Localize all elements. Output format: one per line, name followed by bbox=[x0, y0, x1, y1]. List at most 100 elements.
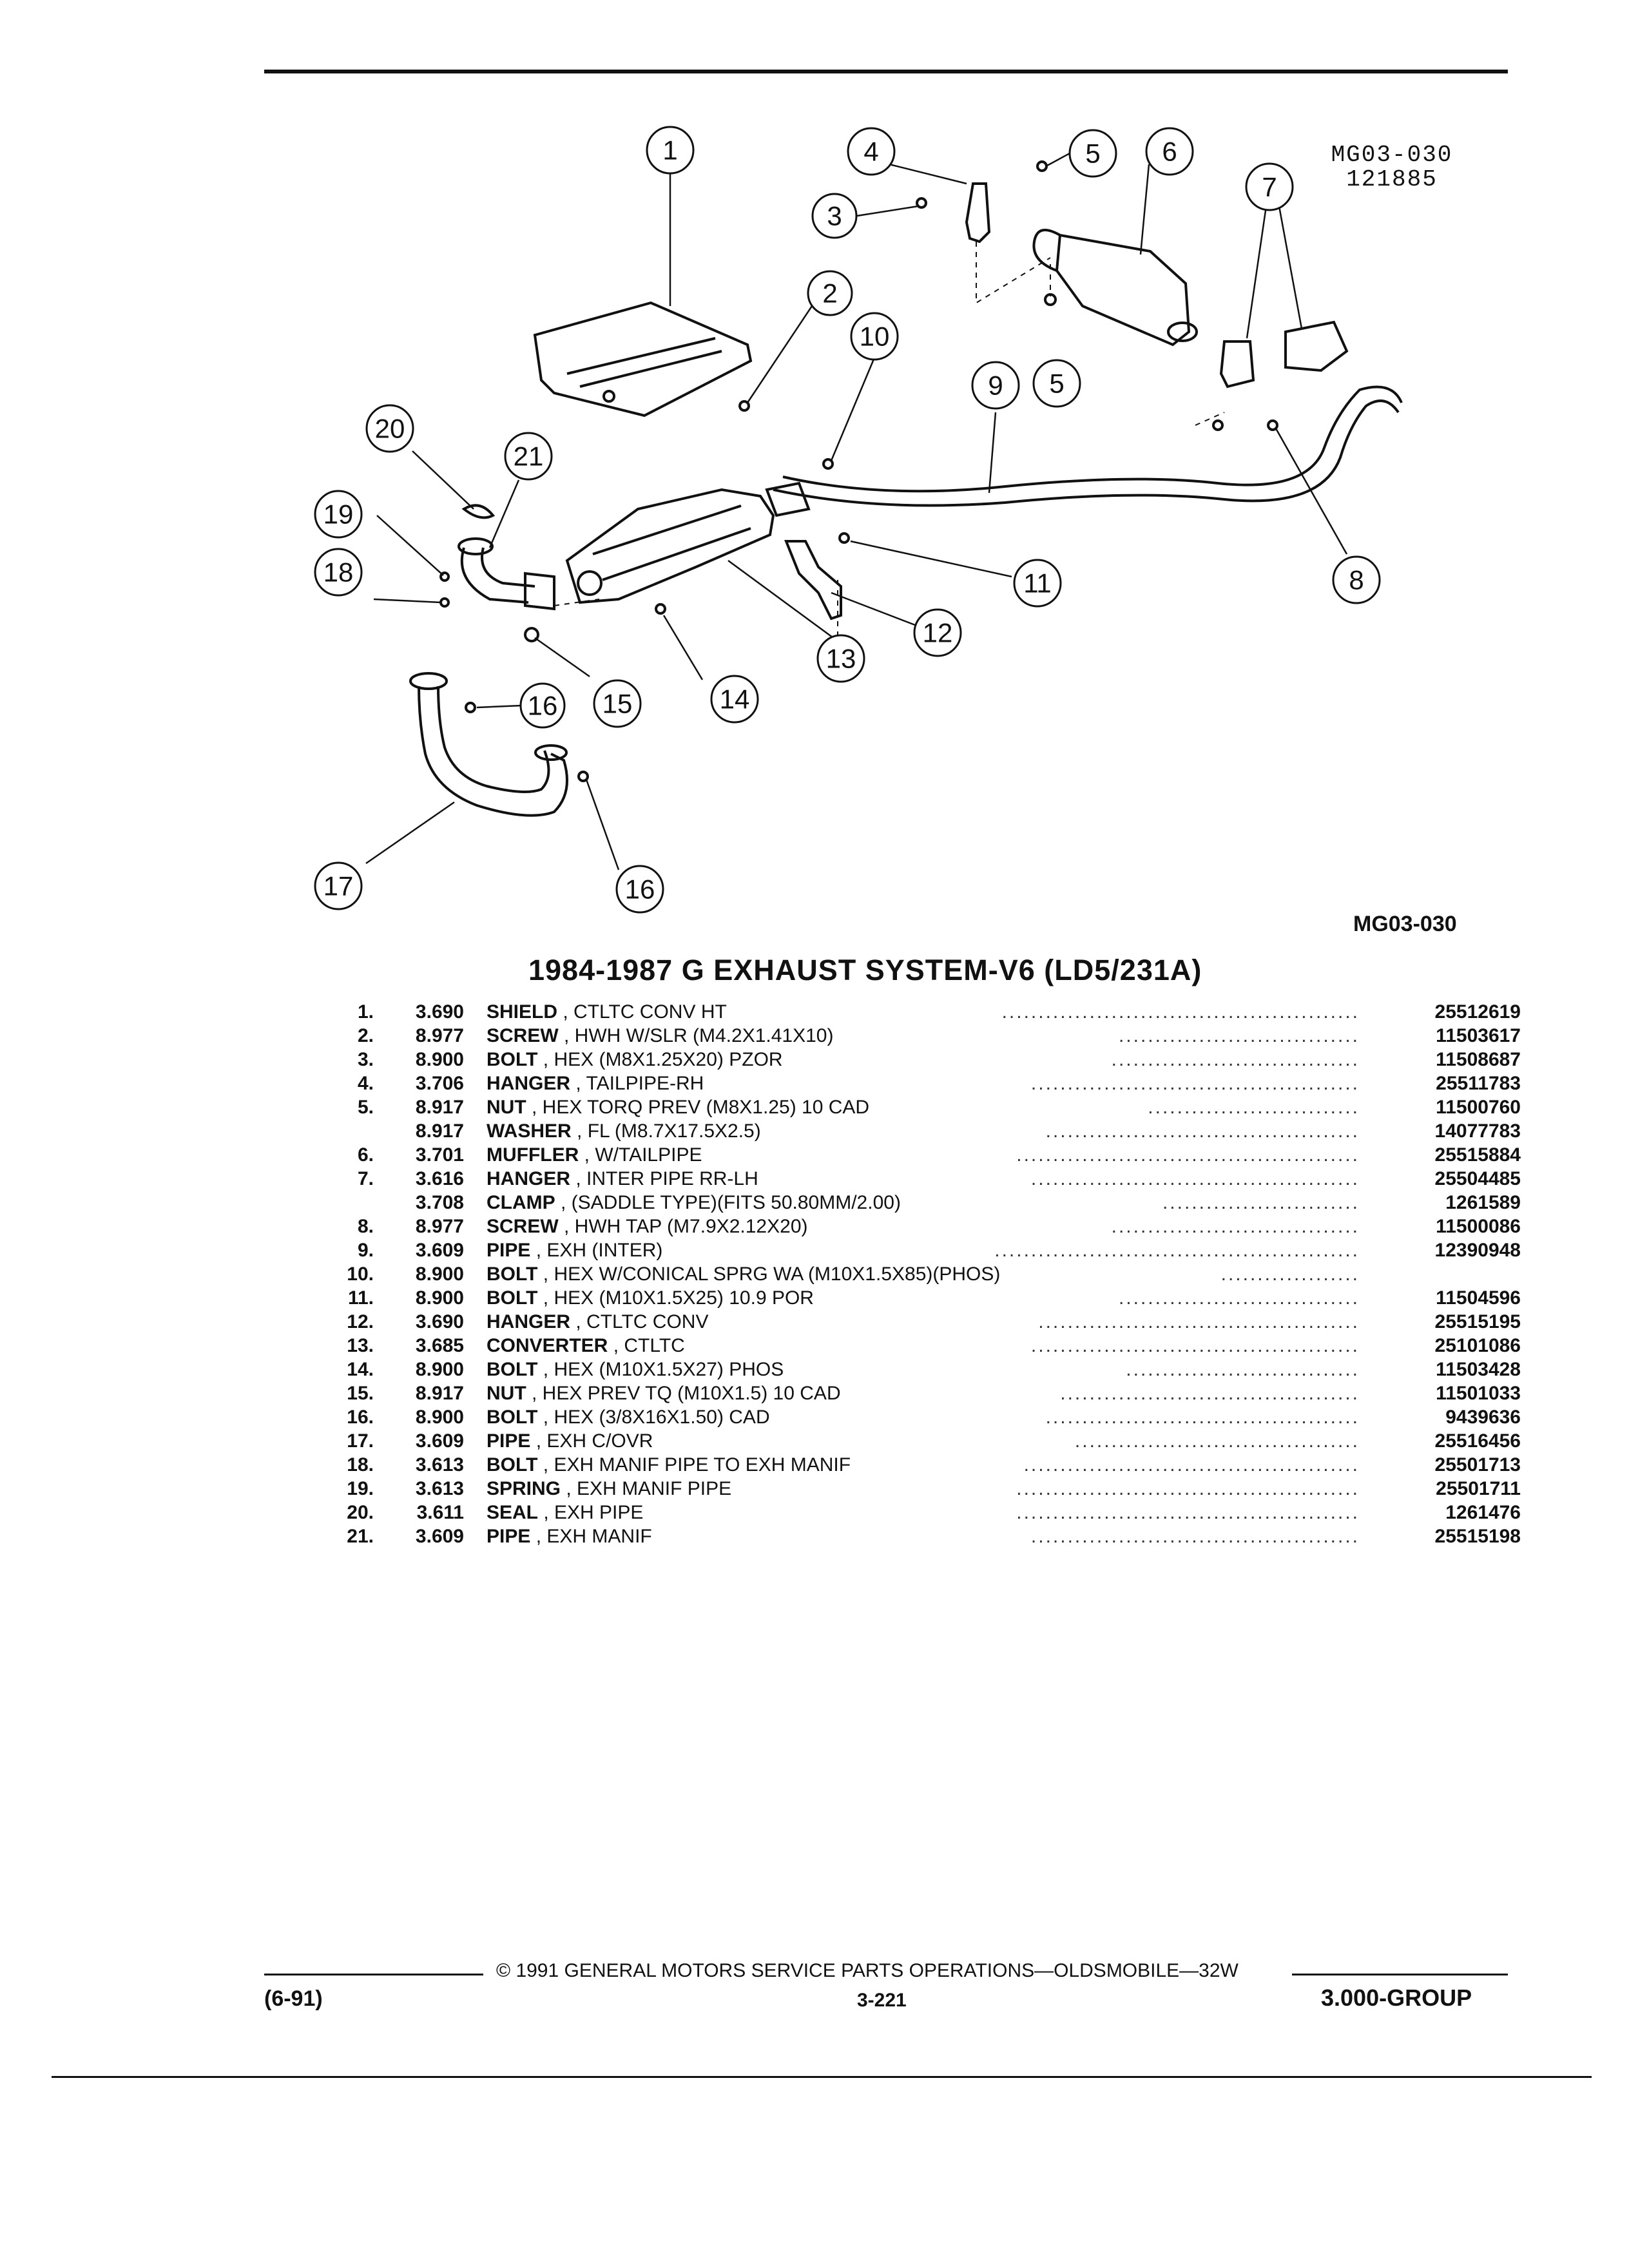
callout-13: 13 bbox=[816, 634, 865, 683]
callout-8: 8 bbox=[1332, 555, 1381, 604]
figure-code: MG03-030 bbox=[1331, 142, 1453, 168]
part-detail: , W/TAILPIPE bbox=[584, 1144, 702, 1166]
part-number: 25512619 bbox=[1434, 1001, 1521, 1023]
item-number: 1. bbox=[357, 1001, 374, 1023]
part-name: HANGER bbox=[487, 1311, 571, 1332]
svg-text:16: 16 bbox=[528, 691, 558, 721]
group-number: 3.690 bbox=[415, 1001, 464, 1023]
figure-code-bottom: MG03-030 bbox=[1353, 912, 1457, 936]
svg-text:10: 10 bbox=[860, 322, 890, 352]
leader-dots: ................................. bbox=[1118, 1025, 1360, 1046]
part-name: BOLT bbox=[487, 1287, 538, 1309]
part-detail: , CTLTC CONV HT bbox=[563, 1001, 727, 1023]
part-number: 25101086 bbox=[1434, 1335, 1521, 1356]
callout-21: 21 bbox=[504, 432, 553, 481]
leader-dots: ........................................… bbox=[1045, 1120, 1360, 1142]
leader-dots: ........................................… bbox=[1038, 1311, 1360, 1332]
item-number: 16. bbox=[347, 1407, 374, 1428]
svg-text:14: 14 bbox=[720, 684, 750, 715]
leader-dots: ........................................… bbox=[1001, 1001, 1360, 1023]
crossover-pipe-part bbox=[409, 672, 568, 817]
leader-dots: ................................. bbox=[1118, 1287, 1360, 1309]
part-name: PIPE bbox=[487, 1526, 531, 1547]
part-detail: , EXH MANIF PIPE bbox=[566, 1478, 732, 1499]
svg-text:2: 2 bbox=[822, 278, 837, 309]
group-number: 3.609 bbox=[415, 1430, 464, 1452]
intermediate-pipe-part bbox=[773, 385, 1403, 507]
callout-17: 17 bbox=[314, 861, 363, 910]
group-number: 3.609 bbox=[415, 1240, 464, 1261]
part-detail: , (SADDLE TYPE)(FITS 50.80MM/2.00) bbox=[561, 1192, 901, 1213]
part-detail: , HWH TAP (M7.9X2.12X20) bbox=[564, 1216, 808, 1237]
footer-rule-left bbox=[264, 1974, 483, 1975]
tailpipe-hanger-part bbox=[965, 182, 991, 244]
item-description: NUT , HEX TORQ PREV (M8X1.25) 10 CAD bbox=[487, 1095, 869, 1119]
item-number: 2. bbox=[357, 1025, 374, 1046]
part-name: NUT bbox=[487, 1383, 526, 1404]
svg-text:9: 9 bbox=[988, 370, 1003, 401]
page-title: 1984-1987 G EXHAUST SYSTEM-V6 (LD5/231A) bbox=[528, 954, 1202, 986]
part-name: SEAL bbox=[487, 1502, 539, 1523]
item-number: 11. bbox=[347, 1287, 374, 1309]
part-name: CONVERTER bbox=[487, 1335, 608, 1356]
svg-text:16: 16 bbox=[625, 874, 655, 905]
part-number: 11500760 bbox=[1436, 1097, 1521, 1118]
item-description: BOLT , EXH MANIF PIPE TO EXH MANIF bbox=[487, 1453, 851, 1477]
leader-lines bbox=[365, 152, 1348, 870]
item-description: SPRING , EXH MANIF PIPE bbox=[487, 1477, 731, 1501]
footer-group: 3.000-GROUP bbox=[1321, 1984, 1472, 2011]
callout-5a: 5 bbox=[1068, 129, 1117, 178]
leader-dots: ........................................… bbox=[1016, 1478, 1360, 1499]
callout-9: 9 bbox=[971, 361, 1020, 410]
item-description: HANGER , CTLTC CONV bbox=[487, 1310, 708, 1334]
part-number: 25504485 bbox=[1434, 1168, 1521, 1189]
part-detail: , CTLTC CONV bbox=[575, 1311, 709, 1332]
group-number: 3.701 bbox=[415, 1144, 464, 1166]
leader-dots: ........................................… bbox=[1016, 1144, 1360, 1166]
svg-text:5: 5 bbox=[1085, 139, 1100, 169]
part-detail: , HEX W/CONICAL SPRG WA (M10X1.5X85)(PHO… bbox=[543, 1264, 1001, 1285]
group-number: 3.708 bbox=[415, 1192, 464, 1213]
svg-text:20: 20 bbox=[375, 414, 405, 444]
svg-text:13: 13 bbox=[826, 644, 856, 674]
muffler-part bbox=[1032, 229, 1198, 347]
svg-text:19: 19 bbox=[323, 499, 354, 530]
part-name: PIPE bbox=[487, 1240, 531, 1261]
part-number: 25515884 bbox=[1434, 1144, 1521, 1166]
part-name: SHIELD bbox=[487, 1001, 558, 1023]
item-number: 13. bbox=[347, 1335, 374, 1356]
group-number: 3.609 bbox=[415, 1526, 464, 1547]
group-number: 8.977 bbox=[415, 1025, 464, 1046]
group-number: 8.900 bbox=[415, 1264, 464, 1285]
top-rule bbox=[264, 70, 1508, 73]
item-description: CLAMP , (SADDLE TYPE)(FITS 50.80MM/2.00) bbox=[487, 1191, 901, 1215]
bottom-rule bbox=[52, 2076, 1592, 2078]
item-description: PIPE , EXH (INTER) bbox=[487, 1238, 662, 1262]
leader-dots: ........................................… bbox=[994, 1240, 1360, 1261]
part-number: 11504596 bbox=[1436, 1287, 1521, 1309]
part-name: BOLT bbox=[487, 1407, 538, 1428]
group-number: 8.900 bbox=[415, 1287, 464, 1309]
group-number: 3.611 bbox=[416, 1502, 464, 1523]
item-number: 15. bbox=[347, 1383, 374, 1404]
part-detail: , INTER PIPE RR-LH bbox=[575, 1168, 758, 1189]
callout-2: 2 bbox=[807, 270, 853, 316]
group-number: 3.706 bbox=[415, 1073, 464, 1094]
leader-dots: ........................................… bbox=[1023, 1454, 1360, 1475]
item-number: 7. bbox=[357, 1168, 374, 1189]
callout-7: 7 bbox=[1245, 162, 1294, 211]
group-number: 3.613 bbox=[415, 1478, 464, 1499]
callout-11: 11 bbox=[1013, 559, 1062, 608]
part-detail: , HEX (M8X1.25X20) PZOR bbox=[543, 1049, 783, 1070]
svg-text:6: 6 bbox=[1162, 137, 1177, 167]
item-number: 6. bbox=[357, 1144, 374, 1166]
item-number: 14. bbox=[347, 1359, 374, 1380]
